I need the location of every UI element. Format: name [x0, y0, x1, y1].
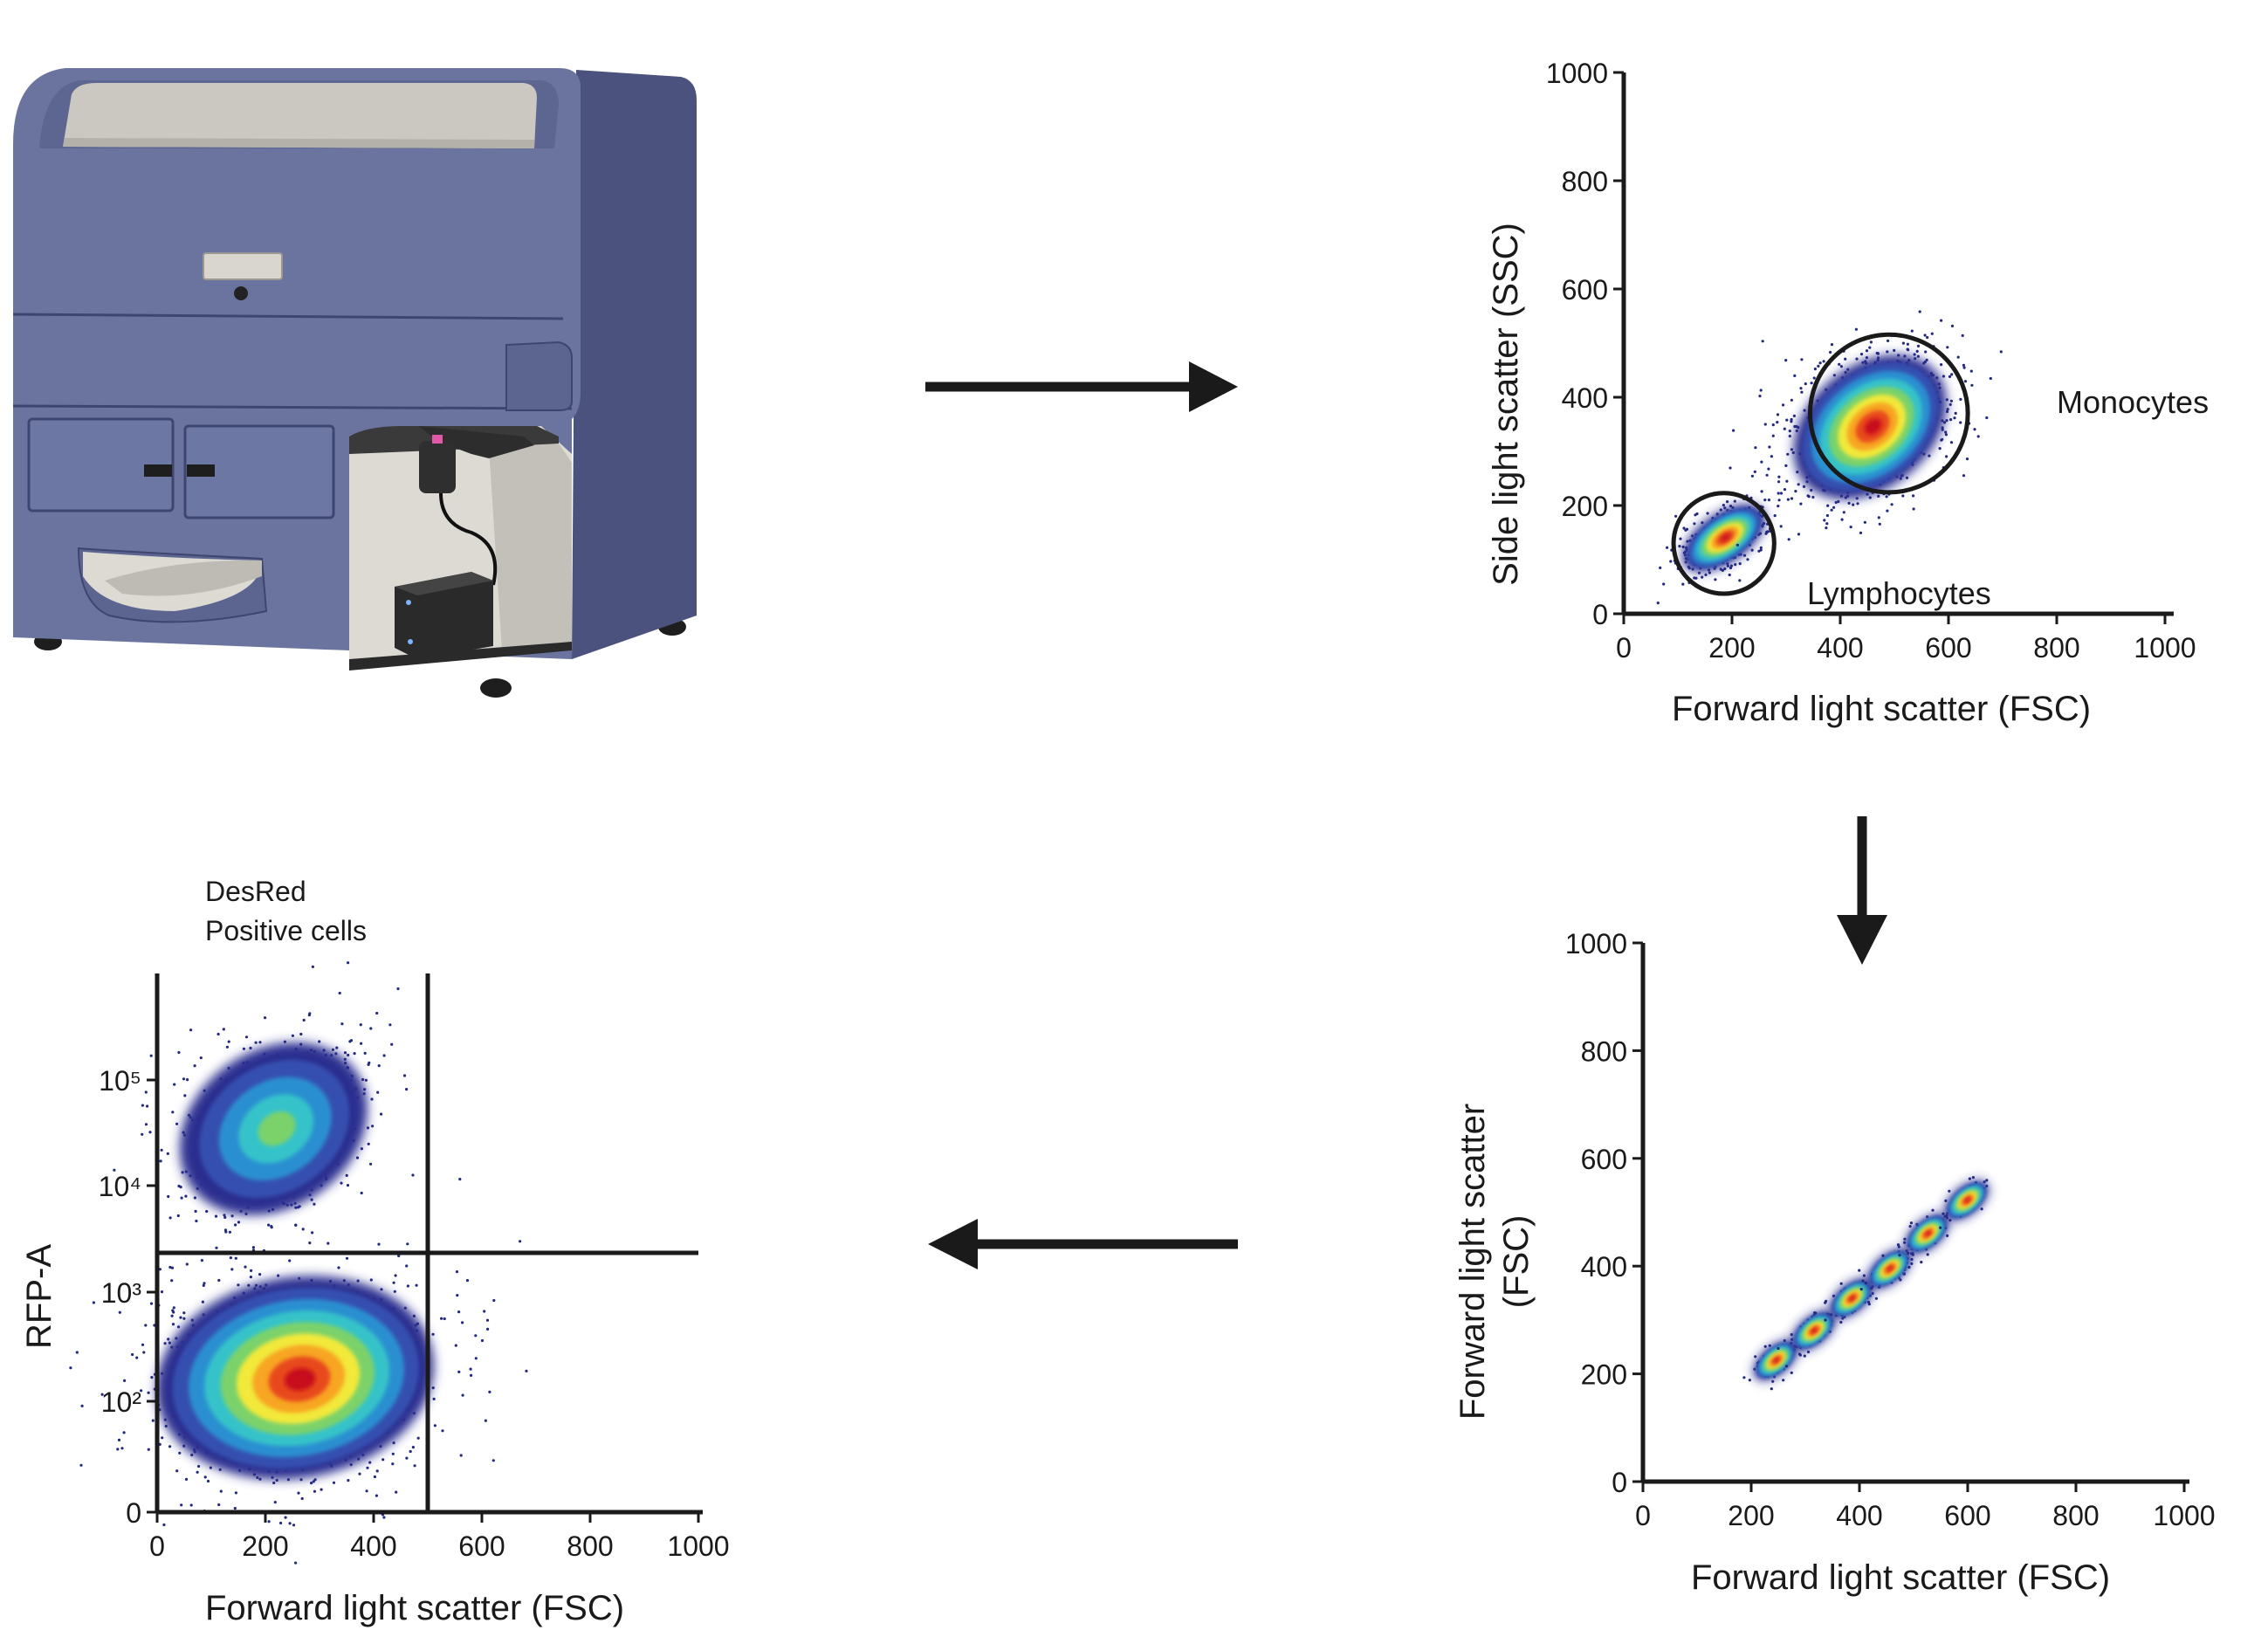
- chart1-x-tick-label: 0: [1616, 632, 1632, 664]
- chart2-density-layer: [1742, 1176, 1989, 1391]
- chart3-x-tick-label: 800: [567, 1530, 613, 1562]
- fsc-singlet-cluster-density-level: [1811, 1328, 1818, 1333]
- arrow-right-icon: [925, 361, 1238, 412]
- chart1-y-tick-label: 800: [1562, 166, 1608, 197]
- chart1-y-tick-label: 0: [1592, 599, 1608, 630]
- chart1-x-axis-label: Forward light scatter (FSC): [1672, 690, 2091, 728]
- chart2-y-tick-label: 1000: [1565, 928, 1627, 960]
- chart1-x-tick-label: 200: [1708, 632, 1755, 664]
- population-lymphocytes-density-level: [1721, 533, 1730, 542]
- chart1-y-tick-label: 400: [1562, 382, 1608, 414]
- chart2-x-tick-label: 0: [1635, 1500, 1651, 1531]
- chart2-y-tick-label: 400: [1581, 1251, 1627, 1283]
- fsc-singlet-cluster-density-level: [1774, 1358, 1779, 1363]
- chart3-y-tick-label: 10³: [101, 1277, 142, 1309]
- chart2-y-axis-label-line1: Forward light scatter: [1454, 1104, 1492, 1420]
- chart2-x-tick-label: 1000: [2153, 1500, 2215, 1531]
- chart2-x-tick-label: 800: [2052, 1500, 2099, 1531]
- chart1-x-tick-label: 1000: [2134, 632, 2196, 664]
- fsc-ssc-scatter-chart: 0 200 400 600 800 1000 0 200 400 600 800 1000 Forwa…: [1487, 58, 2209, 728]
- rfp-positive-population-density-level: [258, 1111, 296, 1146]
- gate-monocytes-circle: [1807, 332, 1970, 495]
- rfp-positive-population: [113, 961, 415, 1319]
- arrow-left-icon: [928, 1219, 1238, 1269]
- chart2-ticks: 0 200 400 600 800 1000 0 200 400 600 800 1000: [1565, 928, 2216, 1531]
- chart3-x-tick-label: 400: [350, 1530, 396, 1562]
- chart2-y-tick-label: 200: [1581, 1359, 1627, 1391]
- fsc-singlet-cluster: [1742, 1329, 1808, 1391]
- chart3-y-axis-label: RFP-A: [20, 1244, 58, 1349]
- chart3-x-tick-label: 600: [458, 1530, 505, 1562]
- positive-cells-label: Positive cells: [205, 915, 367, 946]
- arrow-down-icon: [1837, 816, 1887, 965]
- chart1-y-tick-label: 1000: [1546, 58, 1608, 89]
- chart3-y-tick-label: 10⁵: [99, 1065, 141, 1097]
- chart3-y-tick-label: 0: [126, 1497, 141, 1529]
- chart2-y-axis-label-line2: (FSC): [1497, 1215, 1536, 1309]
- chart3-y-tick-label: 10⁴: [99, 1171, 141, 1202]
- chart3-x-tick-label: 1000: [667, 1530, 729, 1562]
- chart1-x-tick-label: 800: [2033, 632, 2079, 664]
- chart2-x-tick-label: 400: [1836, 1500, 1882, 1531]
- chart3-x-tick-label: 0: [149, 1530, 165, 1562]
- chart3-ticks: 0 200 400 600 800 1000 0 10² 10³ 10⁴ 10⁵: [99, 1065, 730, 1562]
- fsc-singlet-cluster-density-level: [1887, 1266, 1893, 1271]
- chart3-y-tick-label: 10²: [101, 1386, 142, 1418]
- chart3-density-layer: [69, 961, 528, 1565]
- fsc-singlet-cluster-density-level: [1849, 1296, 1855, 1301]
- monocytes-gate-label: Monocytes: [2057, 384, 2209, 420]
- chart2-x-tick-label: 200: [1728, 1500, 1774, 1531]
- chart2-x-tick-label: 600: [1944, 1500, 1990, 1531]
- chart3-x-tick-label: 200: [242, 1530, 288, 1562]
- chart1-y-axis-label: Side light scatter (SSC): [1487, 223, 1525, 586]
- fsc-singlet-cluster: [1939, 1176, 1989, 1229]
- gate-lymphocytes-circle: [1671, 491, 1777, 596]
- chart1-y-tick-label: 200: [1562, 491, 1608, 522]
- fsc-singlet-cluster-density-level: [1925, 1231, 1931, 1236]
- chart1-density-layer: [1656, 310, 2003, 605]
- fsc-fsc-scatter-chart: 0 200 400 600 800 1000 0 200 400 600 800 1000 Forwa…: [1454, 928, 2216, 1597]
- chart3-x-axis-label: Forward light scatter (FSC): [205, 1589, 624, 1627]
- rfp-negative-population-density-level: [284, 1367, 316, 1391]
- population-lymphocytes: [1656, 473, 1783, 605]
- fsc-rfp-scatter-chart: 0 200 400 600 800 1000 0 10² 10³ 10⁴ 10⁵ Forward l…: [20, 876, 730, 1627]
- chart1-gates-layer: [1671, 332, 1970, 596]
- rfp-negative-population: [69, 1178, 528, 1565]
- fsc-singlet-cluster: [1881, 1208, 1951, 1269]
- chart1-x-tick-label: 600: [1925, 632, 1971, 664]
- chart2-y-tick-label: 600: [1581, 1144, 1627, 1175]
- lymphocytes-gate-label: Lymphocytes: [1807, 575, 1991, 611]
- chart1-x-tick-label: 400: [1817, 632, 1863, 664]
- population-monocytes: [1728, 310, 2003, 547]
- chart2-x-axis-label: Forward light scatter (FSC): [1691, 1558, 2110, 1597]
- chart1-y-tick-label: 600: [1562, 274, 1608, 306]
- desred-label: DesRed: [205, 876, 306, 907]
- chart2-y-tick-label: 800: [1581, 1035, 1627, 1067]
- chart1-ticks: 0 200 400 600 800 1000 0 200 400 600 800 1000: [1546, 58, 2196, 664]
- fsc-singlet-cluster: [1859, 1241, 1923, 1304]
- population-monocytes-density-level: [1864, 418, 1882, 435]
- fsc-singlet-cluster-density-level: [1964, 1198, 1970, 1203]
- flow-cytometer-instrument: [12, 68, 697, 698]
- chart2-y-tick-label: 0: [1612, 1467, 1627, 1498]
- fsc-singlet-cluster: [1777, 1301, 1845, 1368]
